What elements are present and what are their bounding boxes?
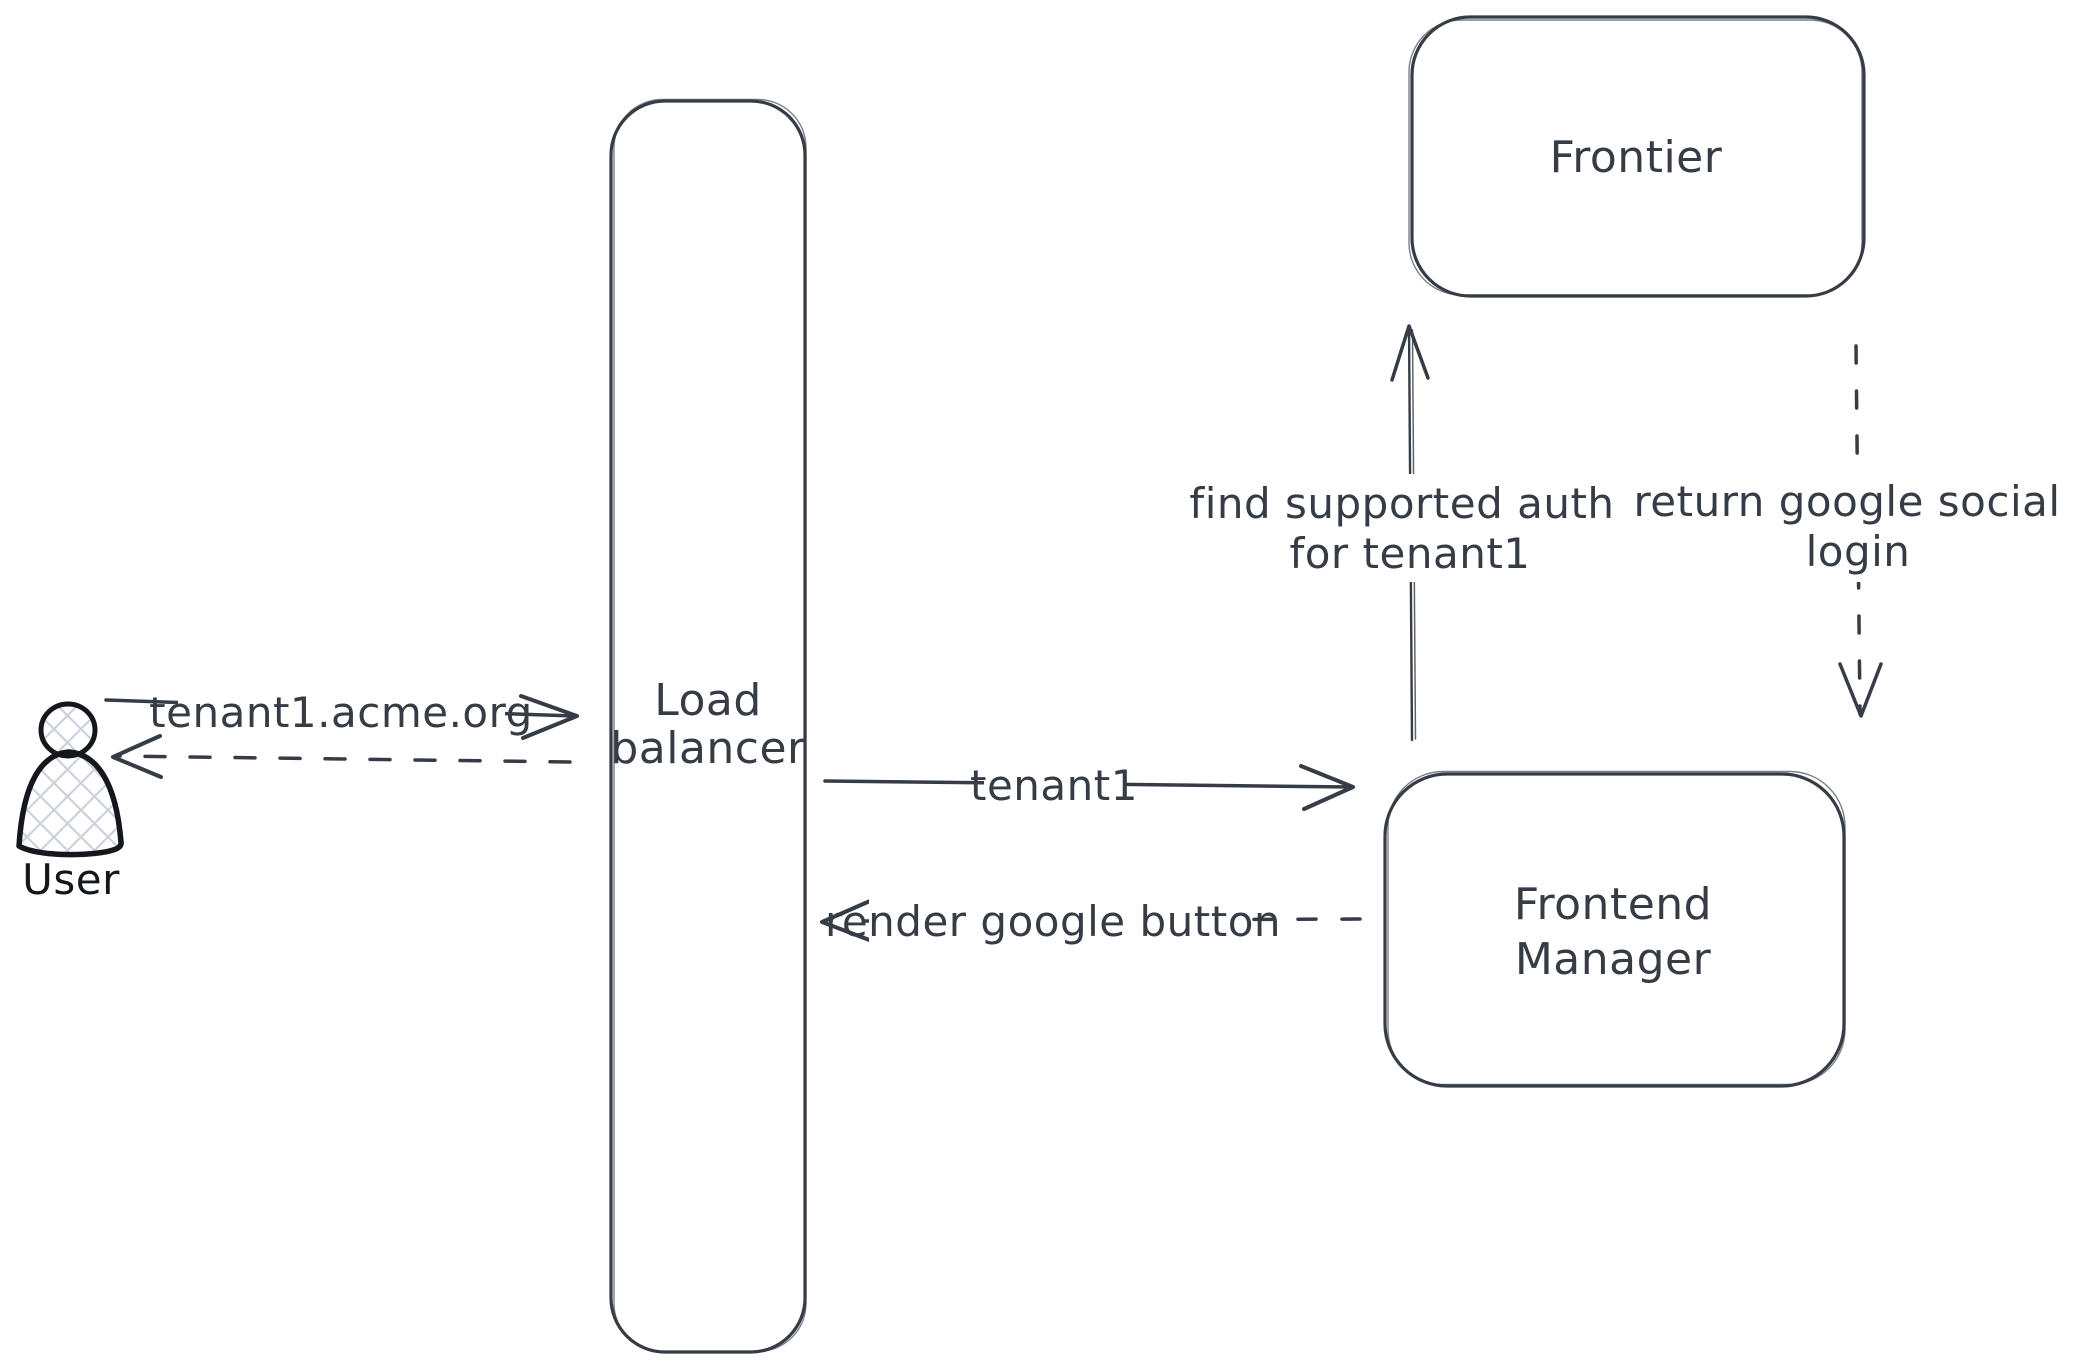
- tenant1-label-mask: [984, 757, 1124, 809]
- frontier-node: [1408, 15, 1866, 298]
- frontier-box: [1410, 15, 1866, 298]
- tenant1-arrowhead-icon: [1299, 764, 1355, 811]
- frontier-box-sketch: [1408, 19, 1863, 296]
- return-login-arrow-label-line2: login: [1806, 527, 1911, 576]
- labels: Load balancer Frontier Frontend Manager …: [149, 132, 2060, 985]
- render-button-arrow-label: render google button: [825, 897, 1281, 946]
- frontend-manager-label-line2: Manager: [1515, 934, 1712, 985]
- return-login-label-mask: [1652, 474, 2044, 582]
- return-login-arrow-label-line1: return google social: [1633, 477, 2060, 526]
- node-boxes: [609, 15, 1866, 1354]
- person-icon: [16, 749, 124, 858]
- load-balancer-label-line1: Load: [654, 675, 762, 726]
- return-login-arrowhead-icon: [1838, 662, 1883, 718]
- frontend-manager-node: [1383, 770, 1846, 1088]
- find-auth-arrowhead-icon: [1390, 324, 1430, 382]
- frontend-manager-box-sketch: [1387, 770, 1846, 1086]
- request-label-mask: [178, 682, 505, 740]
- render-button-arrowhead-icon: [820, 899, 874, 943]
- find-auth-arrow: [1208, 324, 1596, 742]
- person-icon-head: [38, 701, 98, 759]
- load-balancer-label-line2: balancer: [610, 723, 806, 774]
- render-button-arrow: [820, 889, 1362, 951]
- response-arrow-line: [116, 754, 572, 764]
- frontend-manager-label-line1: Frontend: [1514, 879, 1712, 930]
- user-label: User: [22, 855, 120, 904]
- render-button-label-mask: [869, 889, 1241, 951]
- arrows: [104, 324, 2044, 951]
- tenant1-arrow-label: tenant1: [970, 761, 1138, 810]
- response-arrowhead-icon: [111, 734, 163, 779]
- frontier-label: Frontier: [1550, 132, 1723, 183]
- request-arrowhead-icon: [519, 694, 579, 740]
- load-balancer-box-sketch: [613, 98, 807, 1353]
- response-arrow: [111, 734, 572, 779]
- return-login-arrow: [1652, 344, 2044, 718]
- request-arrow-label: tenant1.acme.org: [149, 688, 533, 737]
- user-actor: [16, 701, 124, 858]
- frontend-manager-box: [1383, 772, 1846, 1088]
- tenant1-arrow: [823, 757, 1355, 811]
- find-auth-arrow-label-line2: for tenant1: [1289, 529, 1530, 578]
- actor-label-group: User: [22, 855, 120, 904]
- find-auth-label-mask: [1208, 474, 1596, 582]
- load-balancer-node: [609, 98, 807, 1354]
- request-arrow: [104, 682, 579, 740]
- find-auth-arrow-label-line1: find supported auth: [1189, 479, 1614, 528]
